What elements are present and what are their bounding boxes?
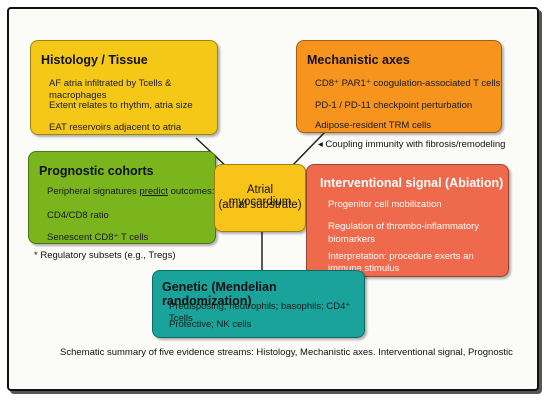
caption: Schematic summary of five evidence strea…	[60, 347, 513, 358]
interventional-item: Interpretation: procedure exerts an	[328, 251, 474, 262]
genetic-item: Predisposing; neutrophils; basophils; CD…	[169, 301, 351, 324]
interventional-item: immune stimulus	[328, 263, 400, 274]
genetic-title: Genetic (Mendelian randomization)	[162, 280, 277, 308]
interventional-item: biomarkers	[328, 234, 375, 245]
interventional-title: Interventional signal (Abiation)	[320, 176, 504, 190]
prognostic-box: Prognostic cohorts Peripheral signatures…	[28, 151, 216, 244]
interventional-item: Progenitor cell mobilization	[328, 199, 442, 210]
prognostic-text: Peripheral signatures	[47, 186, 140, 197]
coupling-note: ◂ Coupling immunity with fibrosis/remode…	[318, 139, 506, 150]
histology-box: Histology / Tissue AF atria infiltrated …	[30, 40, 218, 135]
prognostic-item: CD4/CD8 ratio	[47, 210, 109, 221]
prognostic-item: Peripheral signatures predict outcomes:	[47, 186, 214, 198]
prognostic-predict: predict	[139, 186, 168, 197]
interventional-item: Regulation of thrombo-inflammatory	[328, 221, 480, 232]
histology-item: Extent relates to rhythm, atria size	[49, 100, 193, 111]
connector-mechanistic	[289, 131, 326, 169]
mechanistic-box: Mechanistic axes CD8⁺ PAR1⁺ coogulation-…	[296, 40, 502, 133]
mechanistic-item: Adipose-resident TRM cells	[315, 120, 431, 131]
genetic-box: Genetic (Mendelian randomization) Predis…	[152, 270, 365, 338]
mechanistic-title: Mechanistic axes	[307, 53, 410, 67]
histology-item: AF atria infiltrated by Tcells & macroph…	[49, 78, 172, 101]
center-box: Atrial myocardium (atrial substrate)	[214, 164, 306, 232]
regulatory-note: * Regulatory subsets (e.g., Tregs)	[34, 250, 176, 261]
mechanistic-item: CD8⁺ PAR1⁺ coogulation-associated T cell…	[315, 78, 501, 89]
histology-title: Histology / Tissue	[41, 53, 148, 67]
prognostic-title: Prognostic cohorts	[39, 164, 154, 178]
mechanistic-item: PD-1 / PD-11 checkpoint perturbation	[315, 100, 473, 111]
interventional-box: Interventional signal (Abiation) Progeni…	[306, 164, 509, 277]
prognostic-item: Senescent CD8⁺ T cells	[47, 232, 149, 243]
center-title: Atrial myocardium	[228, 184, 292, 208]
prognostic-text: outcomes:	[167, 186, 215, 197]
center-subtitle: (atrial substrate)	[218, 199, 302, 211]
histology-item: EAT reservoirs adjacent to atria	[49, 122, 182, 133]
genetic-item: Protective; NK cells	[169, 319, 252, 330]
